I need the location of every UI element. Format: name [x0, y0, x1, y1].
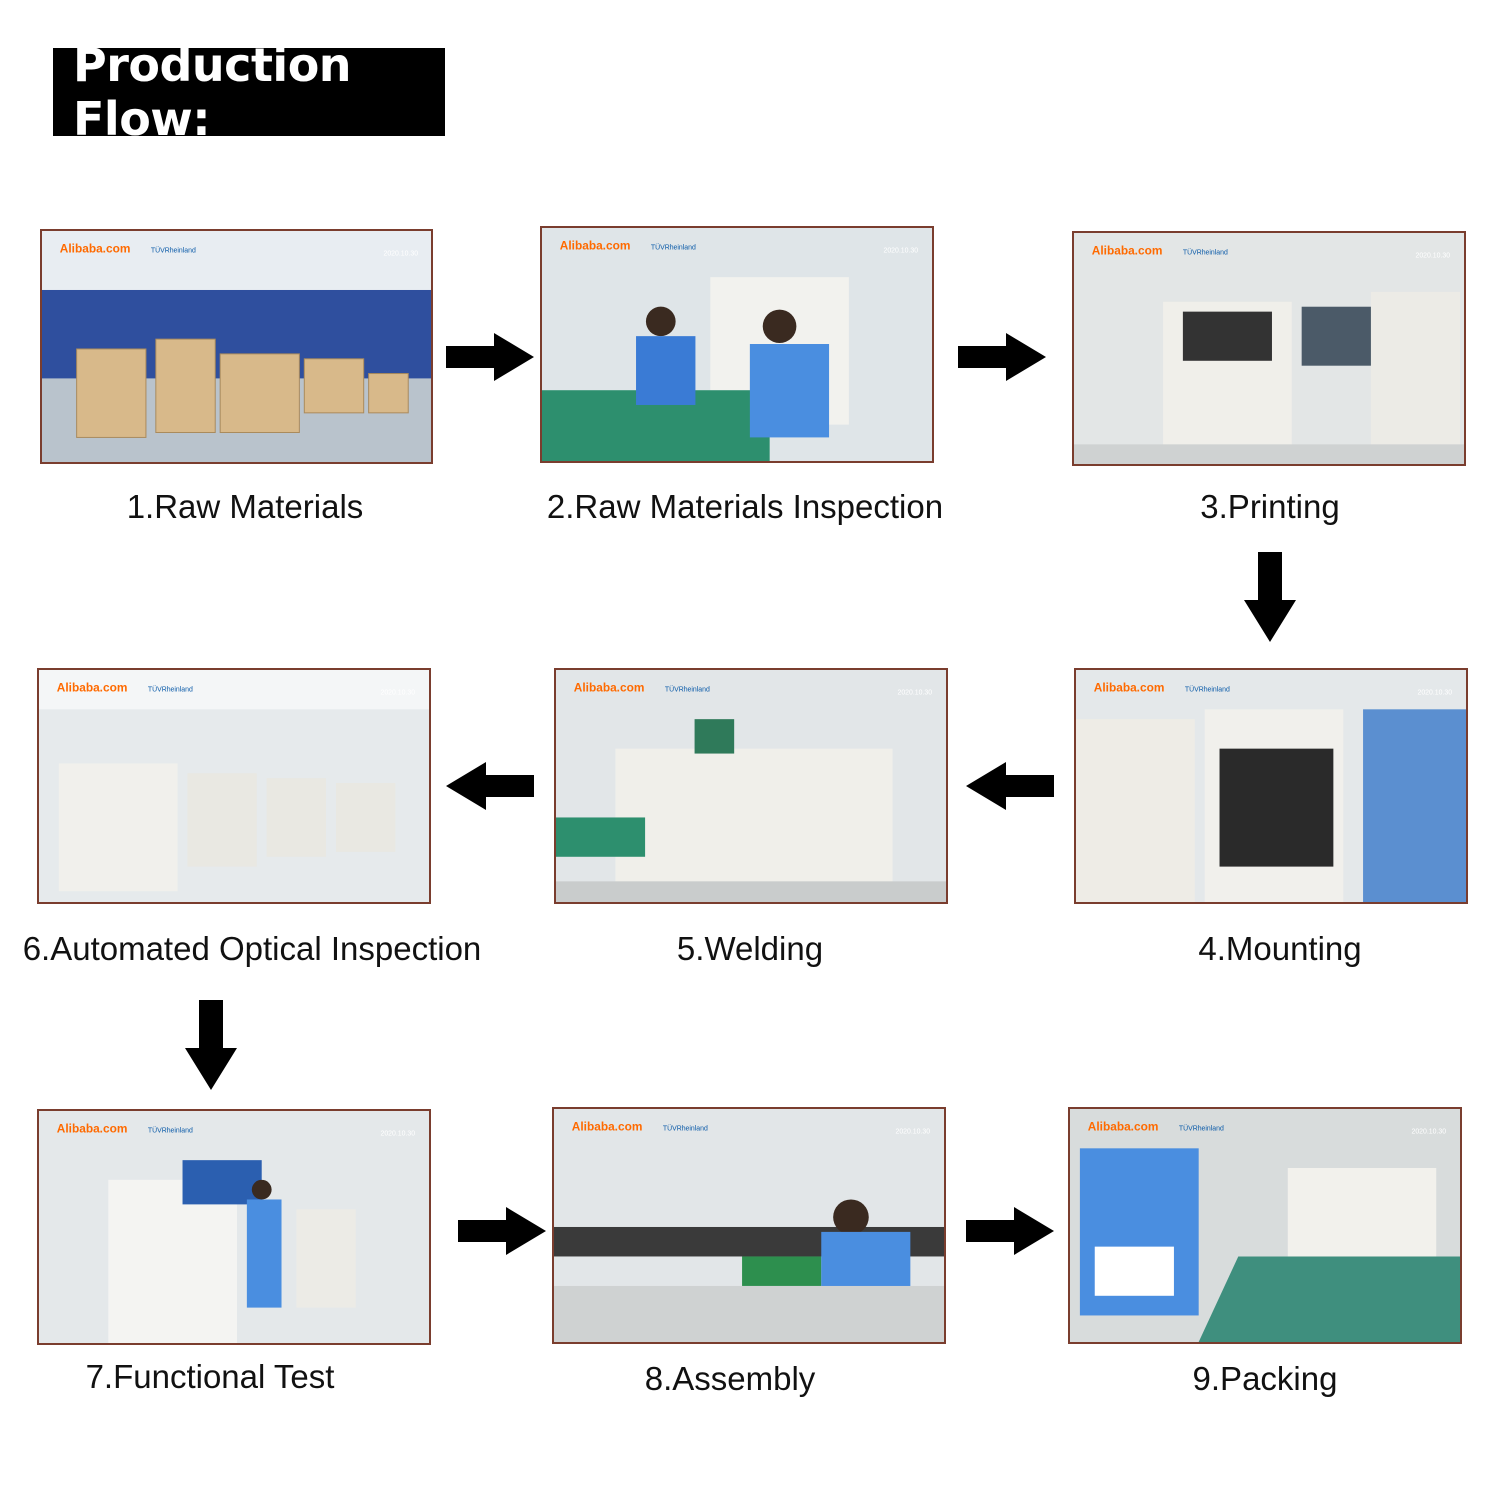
- watermark-date: 2020.10.30: [380, 1131, 415, 1138]
- watermark-date: 2020.10.30: [897, 690, 932, 697]
- watermark-date: 2020.10.30: [895, 1129, 930, 1136]
- arrow-right-icon: [446, 333, 534, 381]
- step-5-photo: Alibaba.com TÜVRheinland 2020.10.30: [554, 668, 948, 904]
- step-8-photo: Alibaba.com TÜVRheinland 2020.10.30: [552, 1107, 946, 1344]
- watermark: Alibaba.com TÜVRheinland 2020.10.30: [1088, 1120, 1446, 1136]
- watermark-cert: TÜVRheinland: [1183, 249, 1228, 257]
- watermark: Alibaba.com TÜVRheinland 2020.10.30: [57, 681, 415, 697]
- watermark: Alibaba.com TÜVRheinland 2020.10.30: [1094, 681, 1452, 697]
- arrow-right-icon: [458, 1207, 546, 1255]
- watermark-brand: Alibaba.com: [572, 1120, 643, 1134]
- watermark-cert: TÜVRheinland: [148, 1127, 193, 1135]
- watermark: Alibaba.com TÜVRheinland 2020.10.30: [572, 1120, 930, 1136]
- arrow-down-icon: [185, 1000, 237, 1090]
- step-9-photo: Alibaba.com TÜVRheinland 2020.10.30: [1068, 1107, 1462, 1344]
- step-8-label: 8.Assembly: [644, 1360, 816, 1397]
- page-title: Production Flow:: [53, 38, 445, 146]
- watermark: Alibaba.com TÜVRheinland 2020.10.30: [1092, 244, 1450, 260]
- watermark-cert: TÜVRheinland: [1179, 1125, 1224, 1133]
- watermark-brand: Alibaba.com: [574, 681, 645, 695]
- step-4-label: 4.Mounting: [1198, 930, 1362, 967]
- watermark-date: 2020.10.30: [380, 690, 415, 697]
- watermark-cert: TÜVRheinland: [665, 686, 710, 694]
- watermark-date: 2020.10.30: [1417, 690, 1452, 697]
- step-2-label: 2.Raw Materials Inspection: [546, 488, 944, 525]
- watermark-cert: TÜVRheinland: [1185, 686, 1230, 694]
- watermark: Alibaba.com TÜVRheinland 2020.10.30: [574, 681, 932, 697]
- watermark-cert: TÜVRheinland: [151, 247, 196, 255]
- watermark-cert: TÜVRheinland: [148, 686, 193, 694]
- step-3-photo: Alibaba.com TÜVRheinland 2020.10.30: [1072, 231, 1466, 466]
- arrow-right-icon: [958, 333, 1046, 381]
- watermark: Alibaba.com TÜVRheinland 2020.10.30: [60, 242, 418, 258]
- watermark-date: 2020.10.30: [1415, 253, 1450, 260]
- step-2-photo: Alibaba.com TÜVRheinland 2020.10.30: [540, 226, 934, 463]
- watermark-brand: Alibaba.com: [560, 239, 631, 253]
- arrow-left-icon: [446, 762, 534, 810]
- step-1-photo: Alibaba.com TÜVRheinland 2020.10.30: [40, 229, 433, 464]
- watermark: Alibaba.com TÜVRheinland 2020.10.30: [57, 1122, 415, 1138]
- step-4-photo: Alibaba.com TÜVRheinland 2020.10.30: [1074, 668, 1468, 904]
- step-6-label: 6.Automated Optical Inspection: [22, 930, 482, 967]
- watermark-date: 2020.10.30: [883, 248, 918, 255]
- watermark-cert: TÜVRheinland: [651, 244, 696, 252]
- arrow-left-icon: [966, 762, 1054, 810]
- watermark-brand: Alibaba.com: [1088, 1120, 1159, 1134]
- step-9-label: 9.Packing: [1192, 1360, 1338, 1397]
- watermark-date: 2020.10.30: [1411, 1129, 1446, 1136]
- watermark-date: 2020.10.30: [383, 251, 418, 258]
- watermark-brand: Alibaba.com: [57, 681, 128, 695]
- arrow-right-icon: [966, 1207, 1054, 1255]
- step-6-photo: Alibaba.com TÜVRheinland 2020.10.30: [37, 668, 431, 904]
- watermark: Alibaba.com TÜVRheinland 2020.10.30: [560, 239, 918, 255]
- step-5-label: 5.Welding: [676, 930, 824, 967]
- step-3-label: 3.Printing: [1200, 488, 1340, 525]
- watermark-brand: Alibaba.com: [57, 1122, 128, 1136]
- watermark-cert: TÜVRheinland: [663, 1125, 708, 1133]
- step-7-label: 7.Functional Test: [85, 1358, 335, 1395]
- watermark-brand: Alibaba.com: [1094, 681, 1165, 695]
- step-7-photo: Alibaba.com TÜVRheinland 2020.10.30: [37, 1109, 431, 1345]
- step-1-label: 1.Raw Materials: [126, 488, 364, 525]
- watermark-brand: Alibaba.com: [1092, 244, 1163, 258]
- watermark-brand: Alibaba.com: [60, 242, 131, 256]
- arrow-down-icon: [1244, 552, 1296, 642]
